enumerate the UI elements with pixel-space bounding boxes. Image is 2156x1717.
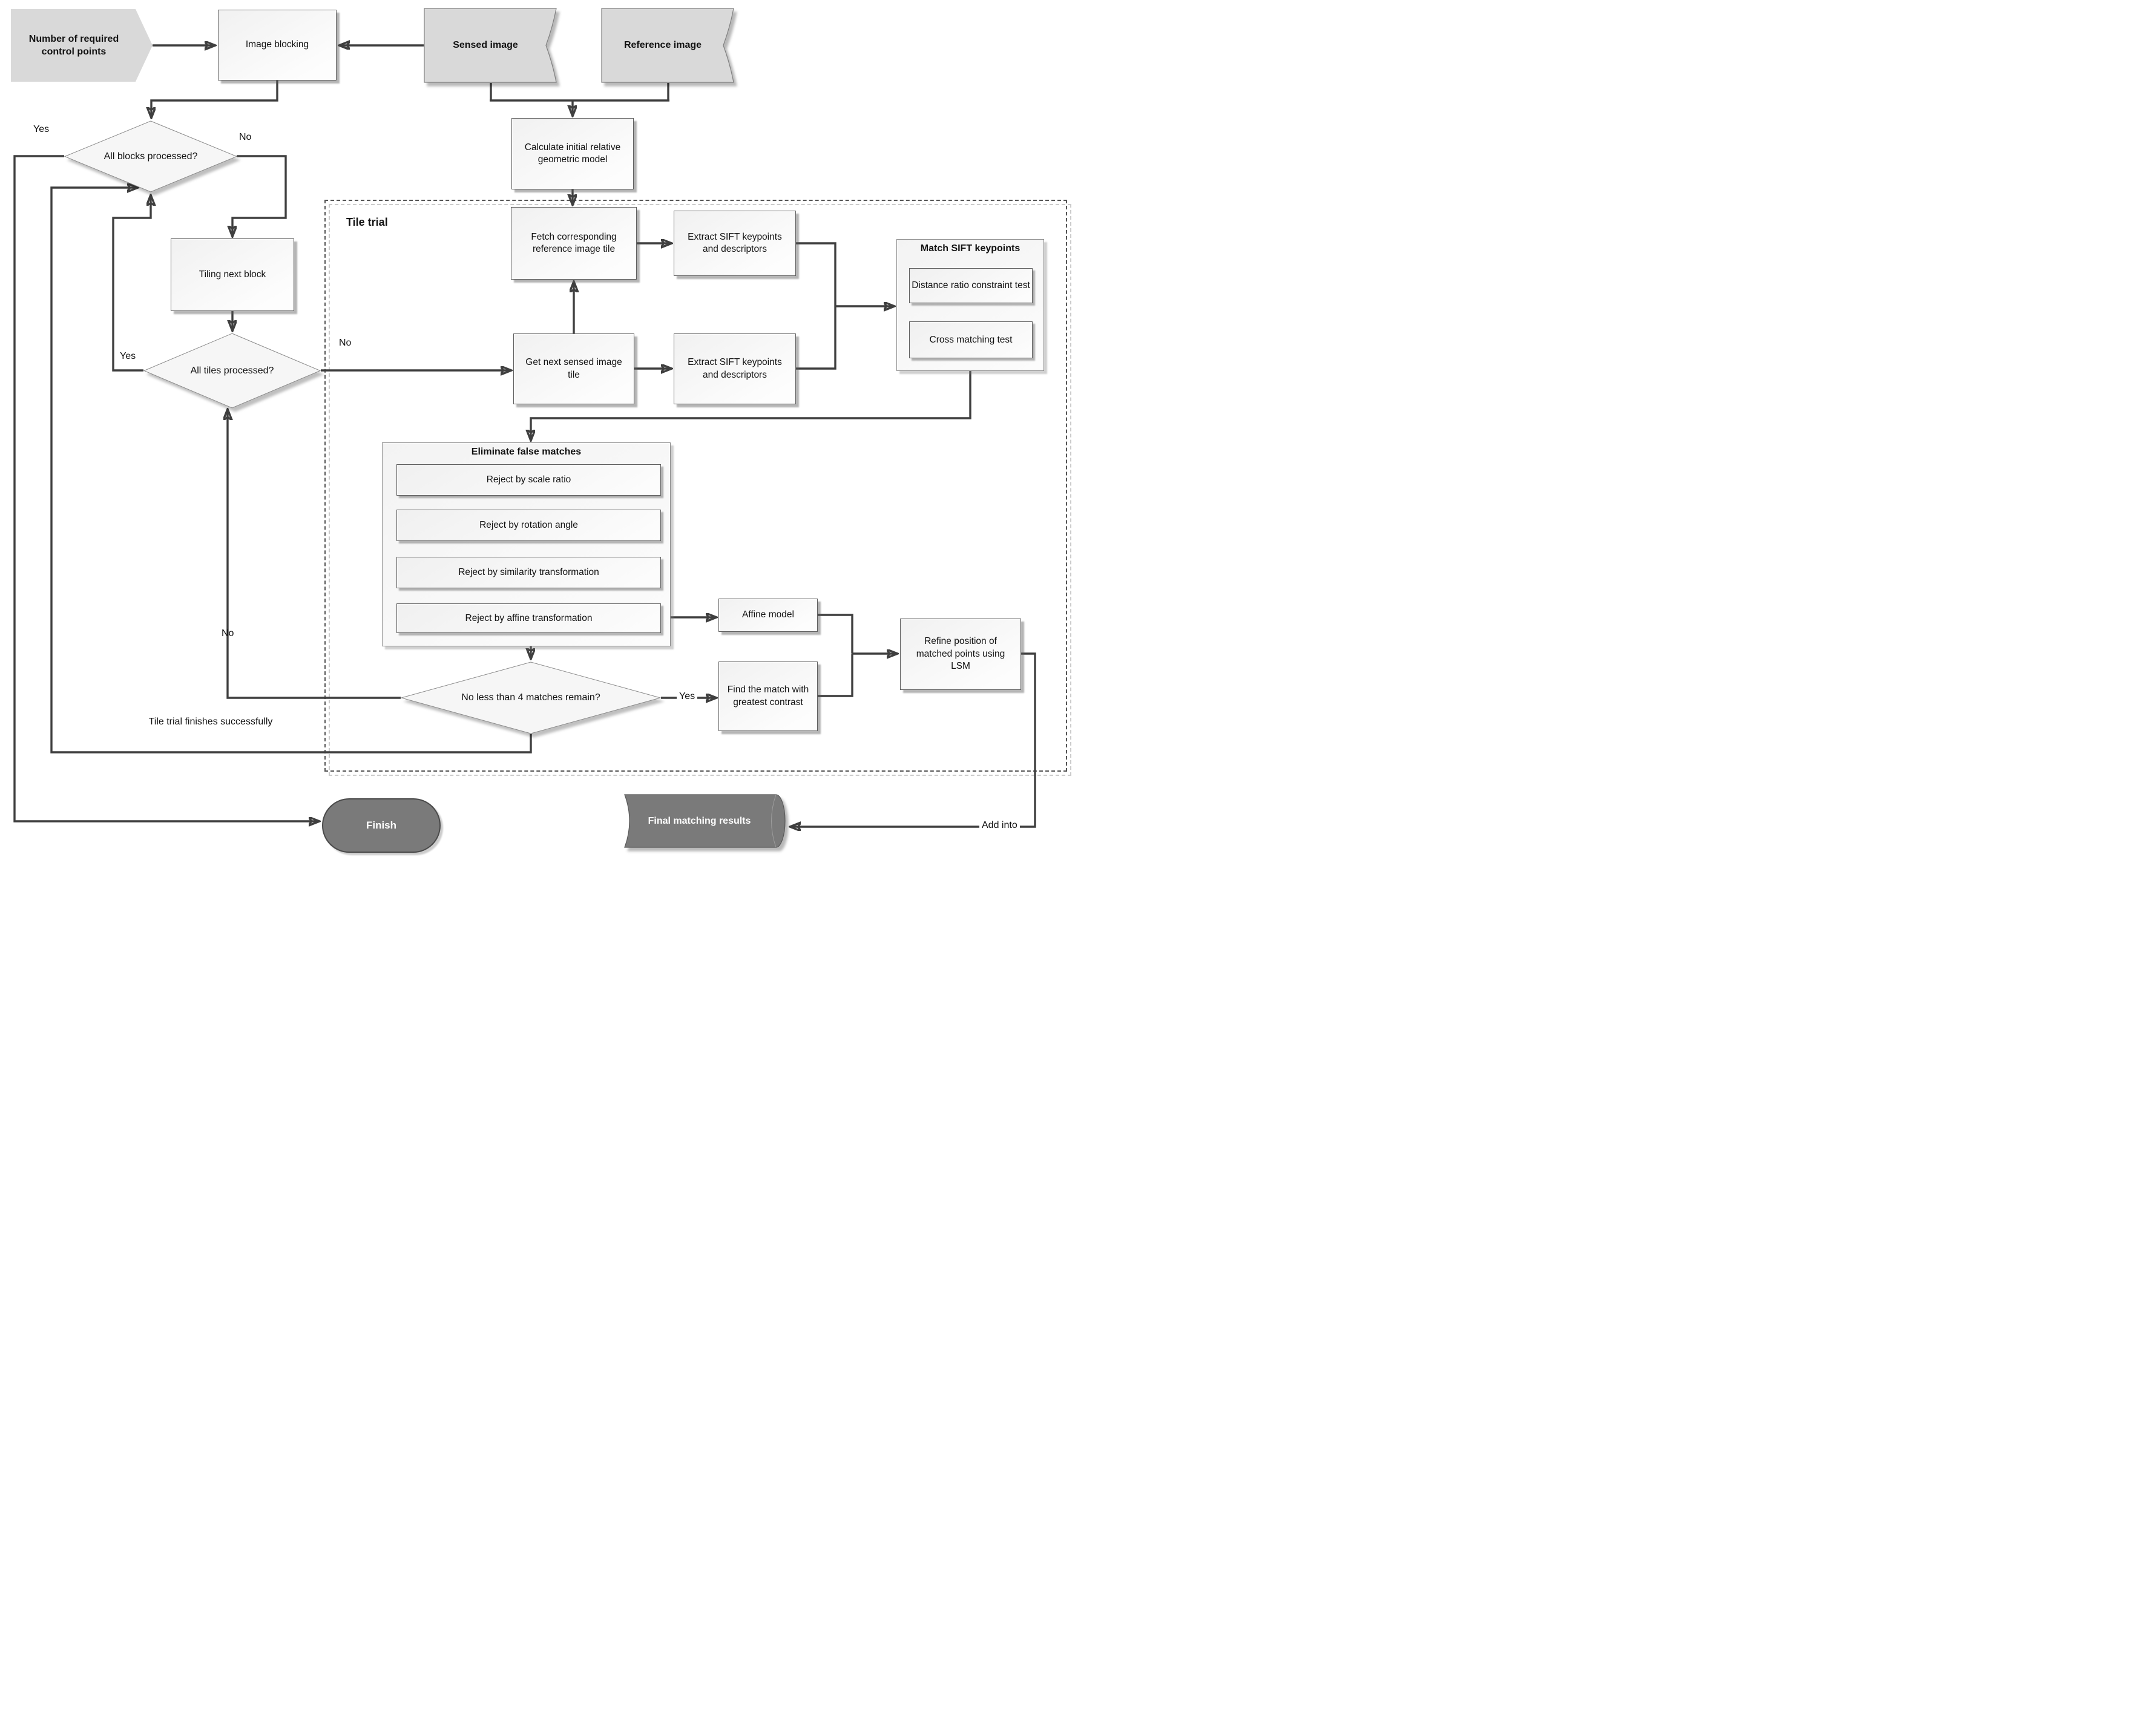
final-results-store: Final matching results	[617, 794, 787, 848]
connector-layer	[13, 0, 1036, 859]
reject-affine-step: Reject by affine transformation	[396, 603, 661, 633]
find-match-step: Find the match with greatest contrast	[718, 662, 818, 731]
no-all-tiles-label: No	[339, 338, 352, 348]
tile-trial-success-label: Tile trial finishes successfully	[148, 717, 273, 727]
flowchart-canvas: Tile trial	[0, 0, 1078, 859]
refine-lsm-label: Refine position of matched points using …	[916, 636, 1005, 672]
tile-trial-box-shadow	[329, 204, 1071, 776]
calc-geometric-model-step: Calculate initial relative geometric mod…	[511, 118, 634, 189]
reject-affine-label: Reject by affine transformation	[465, 612, 593, 623]
sensed-image-shape	[424, 8, 557, 83]
reject-similarity-label: Reject by similarity transformation	[458, 567, 599, 577]
finish-terminal: Finish	[322, 798, 441, 853]
refine-lsm-step: Refine position of matched points using …	[900, 619, 1021, 690]
edge-success-return	[50, 188, 532, 753]
cross-matching-test-label: Cross matching test	[929, 334, 1013, 345]
control-points-input: Number of required control points	[11, 9, 153, 82]
match-sift-title: Match SIFT keypoints	[920, 243, 1020, 254]
four-matches-decision: No less than 4 matches remain?	[400, 662, 662, 734]
tile-trial-title: Tile trial	[346, 216, 388, 228]
reject-scale-label: Reject by scale ratio	[486, 474, 571, 485]
edge-refine-to-results	[791, 652, 1036, 827]
finish-label: Finish	[366, 819, 397, 831]
image-blocking-label: Image blocking	[245, 39, 309, 50]
fetch-reference-tile-step: Fetch corresponding reference image tile	[511, 207, 637, 280]
reference-image-label: Reference image	[623, 40, 702, 51]
calc-geometric-model-label: Calculate initial relative geometric mod…	[524, 142, 621, 165]
affine-model-step: Affine model	[718, 599, 818, 632]
four-matches-diamond-shape	[400, 662, 662, 734]
control-points-label: Number of required control points	[28, 33, 119, 57]
yes-all-blocks-label: Yes	[33, 124, 50, 134]
yes-all-tiles-label: Yes	[120, 351, 136, 361]
find-match-label: Find the match with greatest contrast	[727, 685, 809, 707]
reject-similarity-step: Reject by similarity transformation	[396, 557, 661, 588]
get-next-tile-label: Get next sensed image tile	[525, 357, 622, 380]
edge-allblocks-no-to-tiling	[232, 155, 287, 235]
edge-allblocks-yes-to-finish	[13, 155, 318, 821]
get-next-tile-step: Get next sensed image tile	[513, 333, 634, 404]
reject-scale-step: Reject by scale ratio	[396, 464, 661, 496]
final-results-label: Final matching results	[648, 815, 751, 826]
image-blocking-step: Image blocking	[218, 10, 337, 80]
extract-sift-bottom-step: Extract SIFT keypoints and descriptors	[674, 333, 796, 404]
all-tiles-decision: All tiles processed?	[143, 333, 321, 409]
tiling-next-block-step: Tiling next block	[171, 238, 294, 311]
distance-ratio-test-label: Distance ratio constraint test	[912, 280, 1030, 291]
all-tiles-label: All tiles processed?	[190, 365, 274, 376]
reject-rotation-step: Reject by rotation angle	[396, 510, 661, 541]
all-blocks-label: All blocks processed?	[104, 151, 198, 162]
all-blocks-decision: All blocks processed?	[64, 120, 238, 192]
sensed-image-input: Sensed image	[424, 8, 558, 83]
affine-model-label: Affine model	[742, 609, 794, 620]
tiling-next-block-label: Tiling next block	[199, 269, 266, 280]
add-into-label: Add into	[979, 820, 1020, 831]
edge-affinemodel-join	[818, 614, 853, 654]
yes-four-matches-label: Yes	[677, 691, 698, 702]
fetch-reference-tile-label: Fetch corresponding reference image tile	[531, 231, 617, 254]
edge-blocking-to-allblocks	[151, 80, 278, 117]
extract-sift-top-step: Extract SIFT keypoints and descriptors	[674, 211, 796, 276]
tile-trial-box	[324, 200, 1067, 772]
no-all-blocks-label: No	[239, 132, 252, 142]
distance-ratio-test-step: Distance ratio constraint test	[909, 268, 1033, 303]
cross-matching-test-step: Cross matching test	[909, 321, 1033, 358]
reject-rotation-label: Reject by rotation angle	[479, 520, 578, 530]
extract-sift-bottom-label: Extract SIFT keypoints and descriptors	[688, 357, 782, 380]
final-results-shape	[624, 794, 786, 848]
edge-fourmatches-no-to-alltiles	[228, 410, 401, 699]
eliminate-title: Eliminate false matches	[471, 447, 582, 457]
no-four-matches-label: No	[222, 628, 234, 639]
edge-match-to-eliminate	[531, 371, 971, 439]
edge-extracts-merge	[796, 242, 836, 370]
sensed-image-label: Sensed image	[453, 40, 518, 51]
extract-sift-top-label: Extract SIFT keypoints and descriptors	[688, 231, 782, 254]
edge-alltiles-yes-to-allblocks	[112, 196, 151, 372]
reference-image-shape	[601, 8, 734, 83]
reference-image-input: Reference image	[601, 8, 735, 83]
edge-findmatch-join	[818, 654, 853, 697]
all-blocks-diamond-shape	[64, 120, 238, 192]
four-matches-label: No less than 4 matches remain?	[461, 692, 600, 703]
